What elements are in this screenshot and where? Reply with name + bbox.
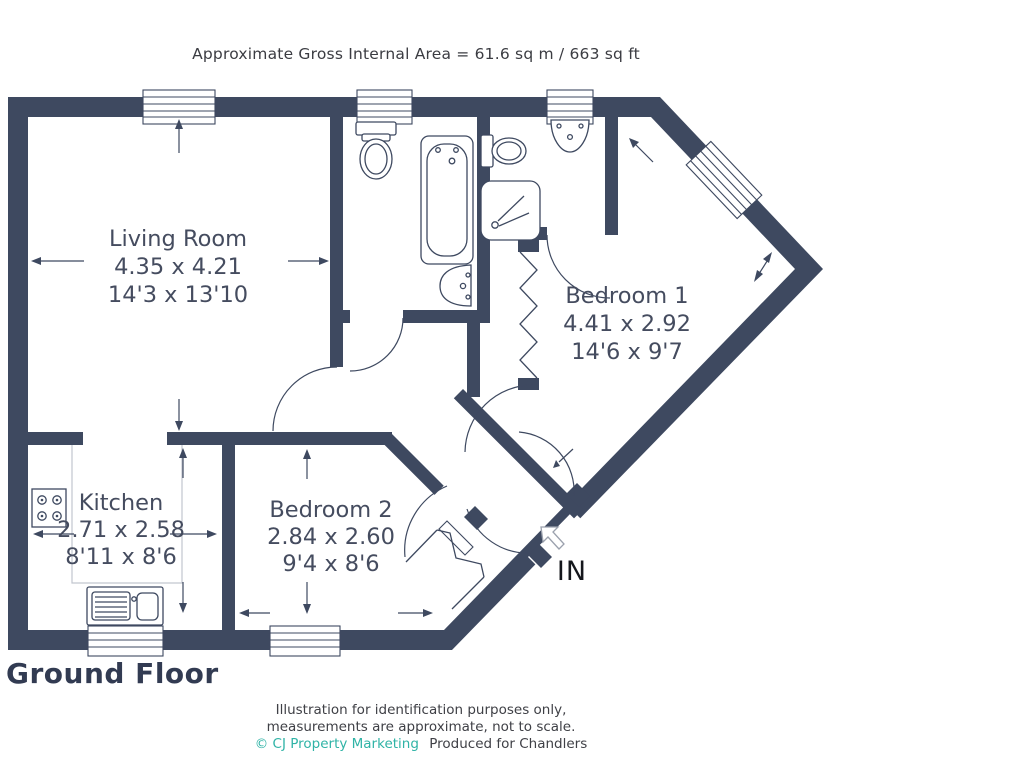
toilet-icon	[355, 121, 397, 180]
wardrobe-stub-bottom	[518, 378, 539, 390]
closet-zigzag	[436, 529, 485, 578]
svg-text:14'6 x 9'7: 14'6 x 9'7	[571, 339, 683, 365]
entrance-arrow-icon	[540, 526, 565, 550]
door-arc-living-room	[272, 366, 338, 432]
bathtub-icon	[420, 135, 474, 265]
window-bedroom1-diagonal	[685, 140, 763, 220]
dimension-arrows	[31, 119, 772, 617]
wall-kitchen-north-stub	[28, 432, 83, 445]
door-arc-entry-lower	[466, 508, 532, 554]
basin-icon	[550, 119, 590, 153]
floor-title: Ground Floor	[6, 657, 219, 690]
wall-bathroom-south-stub	[330, 310, 350, 323]
svg-text:14'3 x 13'10: 14'3 x 13'10	[108, 282, 248, 308]
gross-internal-area-note: Approximate Gross Internal Area = 61.6 s…	[192, 45, 640, 63]
wall-bedroom2-diagonal	[380, 432, 444, 495]
copyright-credit: © CJ Property Marketing	[254, 736, 419, 752]
bedroom2-door-jamb	[464, 506, 488, 530]
svg-text:8'11 x 8'6: 8'11 x 8'6	[65, 544, 177, 570]
entrance-label: IN	[557, 556, 587, 587]
wall-hall-south	[167, 432, 392, 445]
entry-closet	[405, 529, 485, 610]
kitchen-counter	[71, 445, 183, 584]
svg-text:Kitchen: Kitchen	[79, 490, 164, 516]
svg-text:Bedroom 1: Bedroom 1	[565, 283, 688, 309]
wc-fixtures	[480, 119, 590, 241]
kitchen-label: Kitchen 2.71 x 2.58 8'11 x 8'6	[57, 490, 185, 570]
window-kitchen	[87, 625, 164, 657]
basin-icon	[439, 264, 472, 307]
credit-line: © CJ Property Marketing Produced for Cha…	[71, 736, 771, 752]
walls	[8, 97, 823, 650]
door-arc-bedroom1	[464, 384, 534, 453]
svg-text:Bedroom 2: Bedroom 2	[269, 497, 392, 523]
wall-living-bathroom	[330, 117, 343, 367]
disclaimer-line1: Illustration for identification purposes…	[275, 702, 567, 718]
window-living-room	[142, 89, 216, 125]
kitchen-fixtures	[31, 445, 183, 626]
bathroom-fixtures	[355, 121, 474, 307]
bedroom2-label: Bedroom 2 2.84 x 2.60 9'4 x 8'6	[267, 497, 395, 577]
door-leaf-entry	[438, 520, 474, 556]
door-arc-entry-upper	[518, 431, 575, 497]
entrance-mark: IN	[540, 526, 587, 587]
bedroom1-label: Bedroom 1 4.41 x 2.92 14'6 x 9'7	[563, 283, 691, 365]
svg-text:Living Room: Living Room	[109, 226, 247, 252]
shower-tray-icon	[480, 180, 541, 241]
closet-outline	[405, 529, 485, 610]
svg-text:2.71 x 2.58: 2.71 x 2.58	[57, 517, 185, 543]
wall-kitchen-bedroom2	[222, 445, 235, 630]
wardrobe-stub-top	[518, 240, 539, 252]
svg-text:4.35 x 4.21: 4.35 x 4.21	[114, 254, 242, 280]
wall-wc-east	[605, 117, 618, 235]
wall-bathroom-south	[403, 310, 490, 323]
door-arc-bedroom2	[404, 485, 448, 558]
entry-jamb-lower	[528, 544, 552, 568]
hob-icon	[31, 488, 67, 528]
door-arc-bathroom	[349, 317, 404, 372]
disclaimer-line2: measurements are approximate, not to sca…	[266, 719, 576, 735]
room-labels: Living Room 4.35 x 4.21 14'3 x 13'10 Bed…	[57, 226, 691, 577]
toilet-icon	[480, 134, 527, 168]
bedroom1-wardrobe	[519, 251, 538, 379]
entry-jamb-upper	[566, 483, 590, 507]
windows	[87, 89, 763, 657]
living-room-label: Living Room 4.35 x 4.21 14'3 x 13'10	[108, 226, 248, 308]
wall-hall-diagonal	[453, 389, 584, 519]
window-bedroom2	[269, 625, 341, 657]
door-arcs	[272, 234, 611, 558]
sink-drainer-icon	[86, 586, 164, 626]
door-arc-wc	[546, 234, 611, 299]
wardrobe-zigzag-icon	[519, 251, 538, 379]
window-bathroom	[356, 89, 413, 125]
svg-text:4.41 x 2.92: 4.41 x 2.92	[563, 311, 691, 337]
svg-text:9'4 x 8'6: 9'4 x 8'6	[282, 551, 379, 577]
svg-text:2.84 x 2.60: 2.84 x 2.60	[267, 524, 395, 550]
produced-for: Produced for Chandlers	[429, 736, 588, 752]
wall-hall-east	[467, 322, 480, 397]
window-wc	[546, 89, 594, 125]
